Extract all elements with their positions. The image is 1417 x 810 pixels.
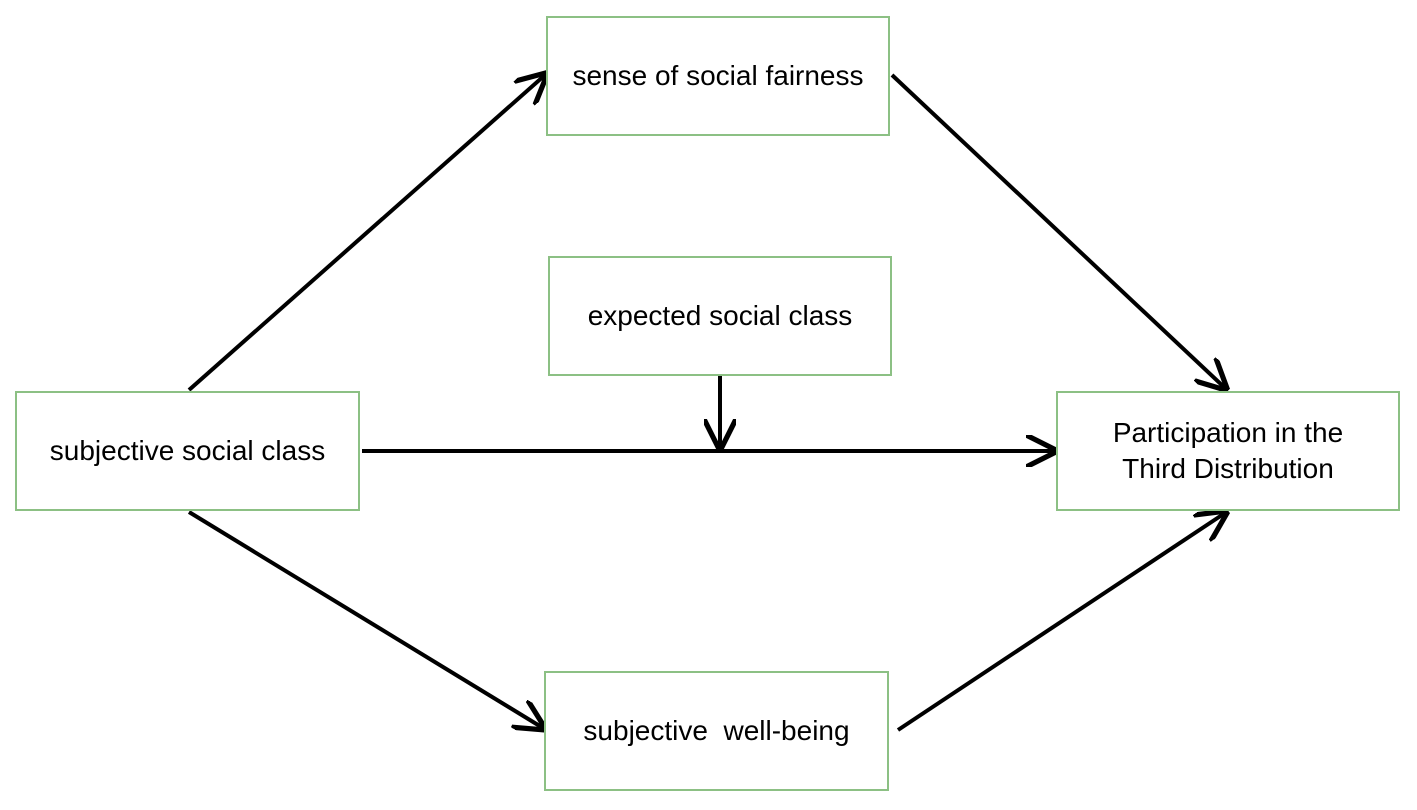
node-subjective-well-being: subjective well-being bbox=[544, 671, 889, 791]
arrow-class-to-wellbeing bbox=[187, 510, 543, 728]
node-label-subjective-social-class: subjective social class bbox=[49, 434, 326, 466]
node-label-sense-of-social-fairness: sense of social fairness bbox=[572, 59, 864, 91]
arrow-wellbeing-to-participation bbox=[896, 513, 1225, 732]
arrow-fairness-to-participation bbox=[890, 73, 1225, 388]
node-sense-of-social-fairness: sense of social fairness bbox=[546, 16, 890, 136]
arrow-class-to-fairness bbox=[187, 75, 545, 392]
node-expected-social-class: expected social class bbox=[548, 256, 892, 376]
node-label-participation: Participation in the Third Distribution bbox=[1112, 416, 1344, 484]
node-label-expected-social-class: expected social class bbox=[587, 299, 853, 331]
node-label-subjective-well-being: subjective well-being bbox=[583, 714, 850, 746]
node-participation-third-distribution: Participation in the Third Distribution bbox=[1056, 391, 1400, 511]
node-subjective-social-class: subjective social class bbox=[15, 391, 360, 511]
